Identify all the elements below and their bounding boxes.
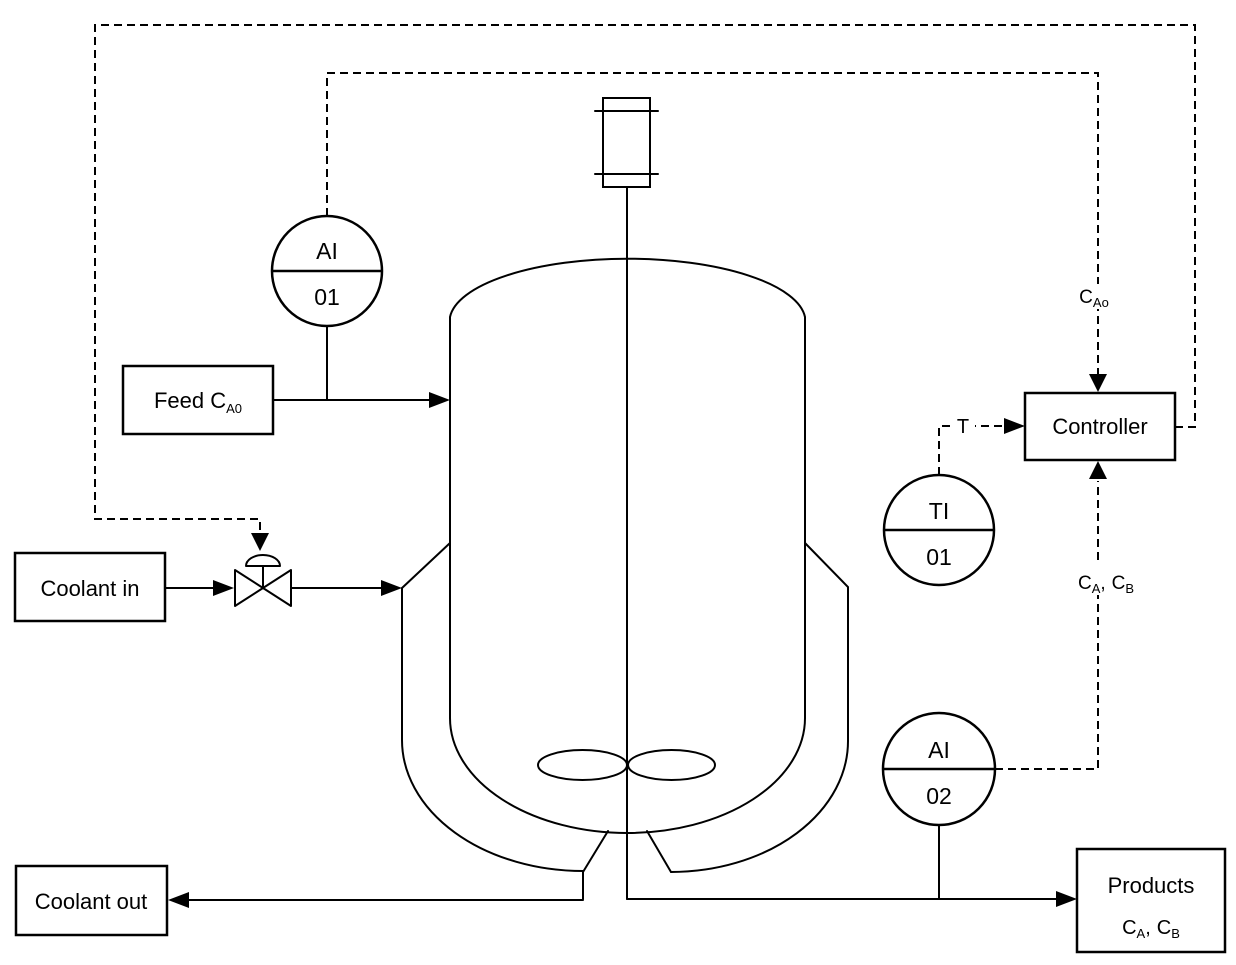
products-label: Products bbox=[1108, 873, 1195, 898]
jacket-wall-right bbox=[670, 542, 850, 873]
cao-signal-label: CAo bbox=[1079, 287, 1109, 310]
t-label-bg bbox=[951, 413, 975, 439]
cao-signal-arrowhead bbox=[1089, 374, 1107, 392]
ai02-tag-bottom: 02 bbox=[926, 783, 952, 809]
valve-actuator-diaphragm bbox=[245, 554, 281, 567]
control-line-controller-to-valve bbox=[94, 24, 1196, 534]
cao-label-bg bbox=[1070, 284, 1119, 309]
ai01-tag-top: AI bbox=[316, 238, 338, 264]
signal-line-ti01-to-controller bbox=[938, 425, 1003, 475]
valve-body-left bbox=[234, 569, 264, 607]
t-signal-label: T bbox=[957, 416, 969, 438]
coolant-out-box bbox=[14, 864, 169, 937]
valve-control-arrowhead bbox=[251, 533, 269, 551]
jacket-wall-left bbox=[401, 587, 584, 872]
jacket-inlet-shoulder bbox=[401, 542, 451, 589]
impeller-blade-right bbox=[627, 749, 716, 781]
cacb-signal-label: CA,CB bbox=[1078, 573, 1134, 596]
cacb-label-bg bbox=[1067, 565, 1146, 595]
controller-box bbox=[1023, 391, 1177, 462]
products-box bbox=[1075, 847, 1227, 954]
coolant-out-arrowhead bbox=[168, 892, 189, 908]
coolant-in-label: Coolant in bbox=[40, 576, 139, 601]
coolant-out-label: Coolant out bbox=[35, 889, 148, 914]
jacket-inlet-arrowhead bbox=[381, 580, 402, 596]
valve-body-right bbox=[262, 569, 292, 607]
feed-label: Feed CA0 bbox=[154, 388, 242, 416]
coolant-in-box bbox=[13, 551, 167, 623]
product-arrowhead bbox=[1056, 891, 1077, 907]
feed-box bbox=[121, 364, 275, 436]
ti01-tag-bottom: 01 bbox=[926, 544, 952, 570]
controller-label: Controller bbox=[1052, 414, 1147, 439]
ai01-tag-bottom: 01 bbox=[314, 284, 340, 310]
cacb-signal-arrowhead bbox=[1089, 461, 1107, 479]
products-components-label: CA,CB bbox=[1122, 917, 1180, 941]
signal-line-ai01-to-controller bbox=[326, 72, 1099, 376]
impeller-blade-left bbox=[537, 749, 628, 781]
reactor-outlet-left bbox=[582, 830, 609, 900]
coolant-in-arrowhead bbox=[213, 580, 234, 596]
signal-line-ai02-to-controller bbox=[995, 481, 1099, 770]
t-signal-arrowhead bbox=[1004, 418, 1025, 434]
ti01-tag-top: TI bbox=[929, 498, 949, 524]
reactor-outlet-right bbox=[646, 830, 672, 873]
ai02-tag-top: AI bbox=[928, 737, 950, 763]
feed-arrowhead bbox=[429, 392, 450, 408]
